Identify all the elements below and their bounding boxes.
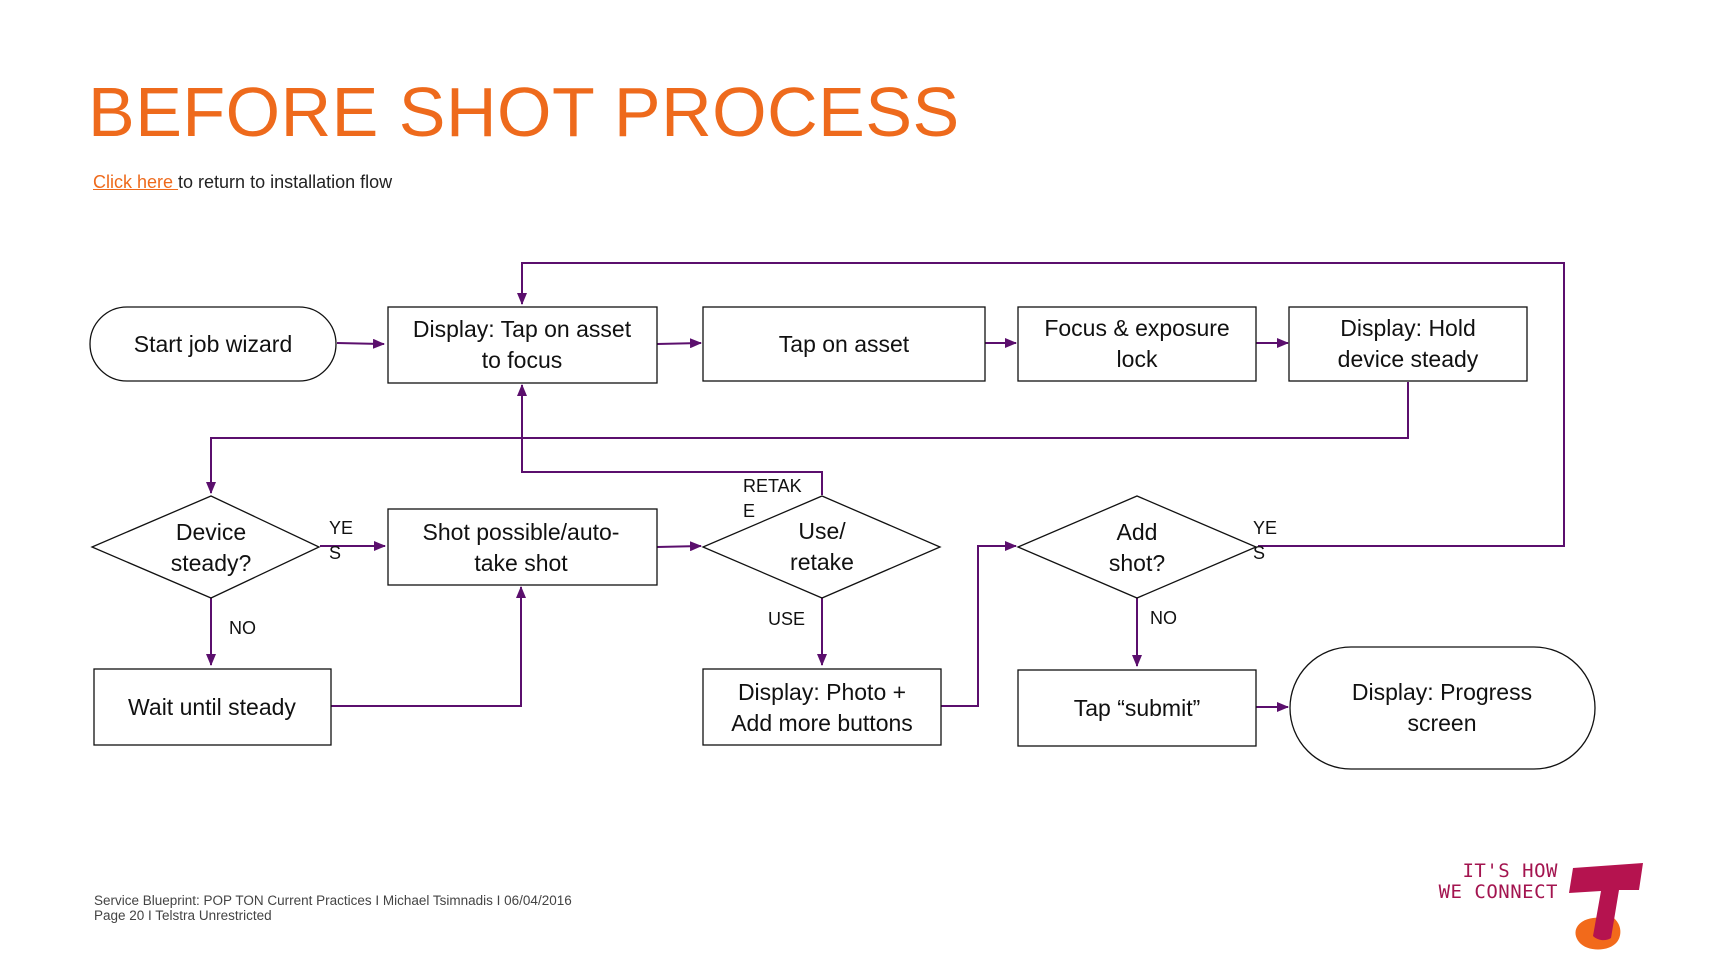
return-link-description: to return to installation flow	[178, 172, 393, 192]
edge-label-no-add: NO	[1150, 608, 1177, 628]
node-wait-until-steady-shape	[93, 668, 332, 746]
tagline-line-1: IT'S HOW	[1462, 860, 1558, 882]
edge-label-use: USE	[768, 609, 805, 629]
return-link[interactable]: Click here	[93, 172, 179, 192]
edge-photo-to-add	[941, 541, 1017, 707]
node-start-job-wizard-label: Start job wizard	[134, 331, 293, 357]
node-shot-possible-label: Shot possible/auto-take shot	[423, 519, 620, 576]
node-use-retake-shape	[701, 495, 942, 599]
brand-tagline: IT'S HOW WE CONNECT	[1420, 861, 1558, 903]
footer-line-2: Page 20 I Telstra Unrestricted	[94, 908, 272, 923]
node-tap-submit-shape	[1017, 669, 1257, 747]
node-display-progress-shape	[1289, 646, 1596, 770]
footer: Service Blueprint: POP TON Current Pract…	[94, 893, 572, 923]
node-display-photo-shape	[702, 668, 942, 746]
edge-shot-to-use	[656, 541, 702, 552]
edge-display-to-tap	[656, 338, 702, 349]
node-device-steady-shape	[90, 495, 321, 599]
node-add-shot-shape	[1016, 495, 1258, 599]
edge-hold-to-device-steady	[206, 382, 1409, 494]
node-shot-possible-shape	[387, 508, 658, 586]
node-tap-on-asset-shape	[702, 306, 986, 382]
node-focus-exposure-shape	[1017, 306, 1257, 382]
node-display-tap-asset-shape	[387, 306, 658, 384]
footer-line-1: Service Blueprint: POP TON Current Pract…	[94, 893, 572, 908]
edge-retake-loop	[517, 384, 823, 495]
tagline-line-2: WE CONNECT	[1438, 881, 1558, 903]
node-tap-submit-label: Tap “submit”	[1074, 695, 1201, 721]
telstra-t-logo-icon	[1569, 863, 1643, 950]
edge-label-no-device: NO	[229, 618, 256, 638]
node-display-photo-label: Display: Photo +Add more buttons	[731, 679, 913, 736]
node-tap-on-asset-label: Tap on asset	[779, 331, 910, 357]
node-wait-until-steady-label: Wait until steady	[128, 694, 296, 720]
edge-wait-to-shot	[331, 586, 526, 707]
connectors	[206, 262, 1565, 712]
node-start-job-wizard-shape	[89, 306, 337, 382]
node-display-hold-shape	[1288, 306, 1528, 382]
node-use-retake-label: Use/retake	[790, 518, 854, 575]
page-title: BEFORE SHOT PROCESS	[88, 73, 960, 151]
edge-start-to-display	[336, 338, 385, 349]
edge-add-yes-loop	[517, 262, 1565, 547]
return-link-line: Click here to return to installation flo…	[93, 172, 392, 193]
